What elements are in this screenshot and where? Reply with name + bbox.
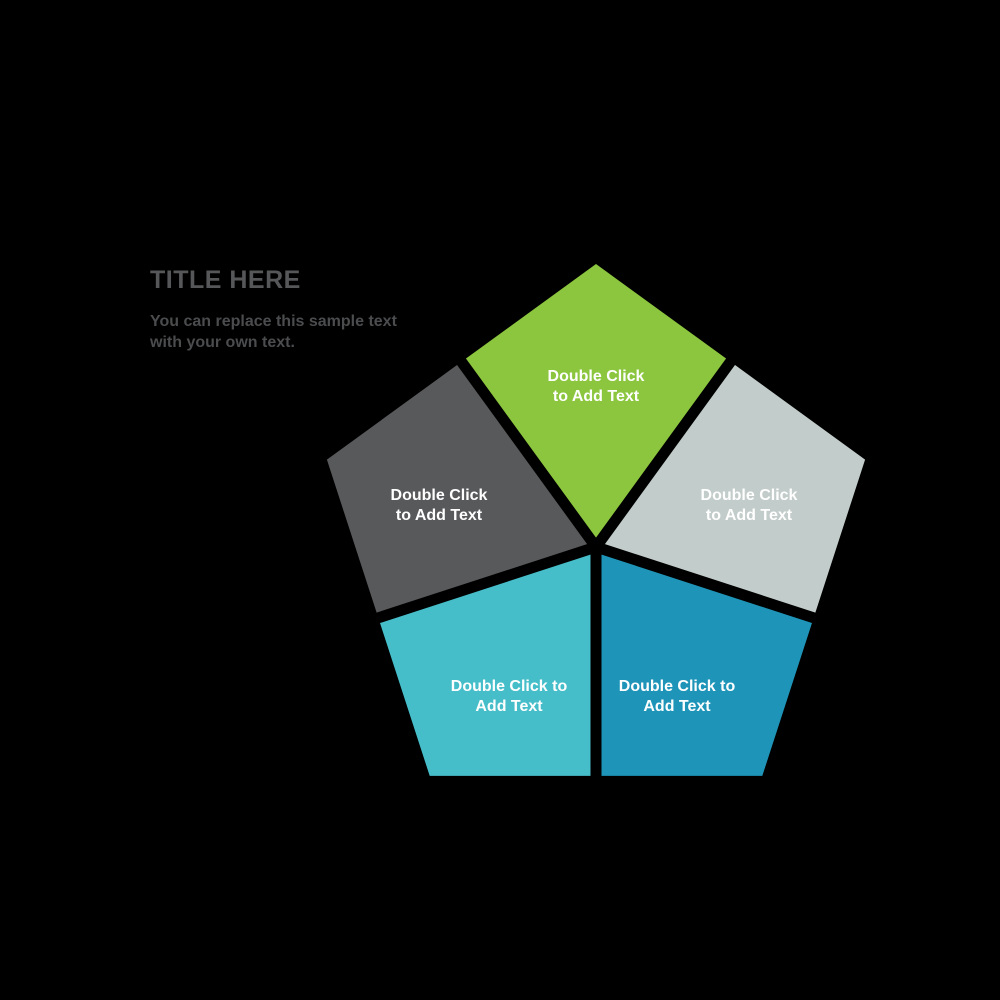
segment-right-label-line1[interactable]: Double Click (701, 487, 798, 504)
page-title: TITLE HERE (150, 266, 301, 294)
header-body: You can replace this sample text with you… (150, 311, 470, 353)
segment-right-shape[interactable] (596, 361, 866, 618)
seam-left (350, 541, 598, 632)
segment-left-label-line1[interactable]: Double Click (391, 487, 488, 504)
segment-top-label-line2[interactable]: to Add Text (553, 388, 640, 405)
seam-top-right (591, 336, 752, 551)
seam-right (594, 541, 842, 632)
seam-top-left (440, 336, 601, 551)
segment-bottom-right-label-line2[interactable]: Add Text (643, 698, 711, 715)
header-body-line2: with your own text. (150, 334, 295, 351)
segment-bottom-left-label-line2[interactable]: Add Text (475, 698, 543, 715)
segment-top-label-line1[interactable]: Double Click (548, 368, 645, 385)
segment-top-shape[interactable] (461, 264, 731, 547)
center-joint (589, 540, 603, 554)
header-block: TITLE HERE You can replace this sample t… (150, 265, 470, 353)
header-body-line1: You can replace this sample text (150, 313, 397, 330)
segment-left-shape[interactable] (326, 361, 596, 618)
segment-bottom-left-label-line1[interactable]: Double Click to (451, 678, 568, 695)
segment-left-label-line2[interactable]: to Add Text (396, 507, 483, 524)
segment-bottom-right-label-line1[interactable]: Double Click to (619, 678, 736, 695)
segment-right-label-line2[interactable]: to Add Text (706, 507, 793, 524)
